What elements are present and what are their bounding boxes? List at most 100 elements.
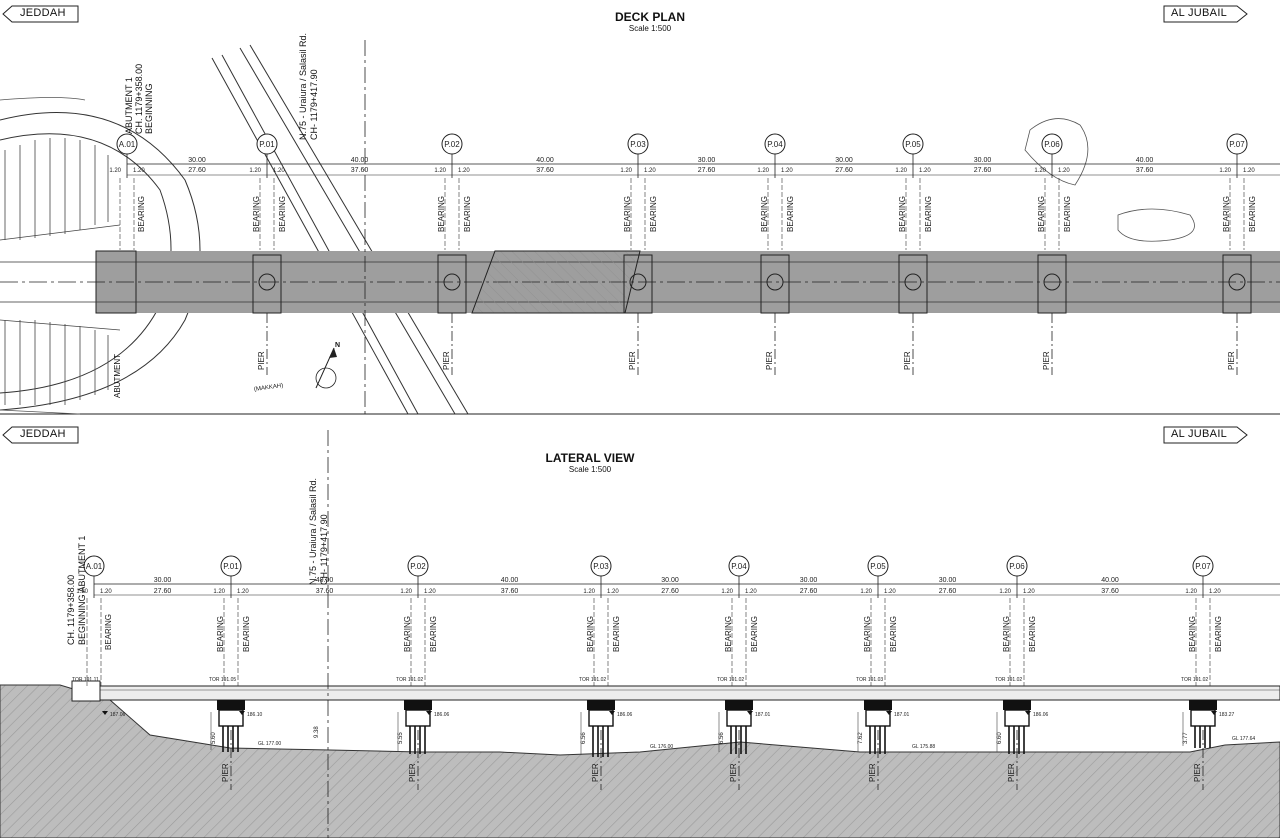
bearing-label: BEARING <box>1222 196 1231 232</box>
bearing-offset: 1.20 <box>1209 589 1221 595</box>
bearing-label: BEARING <box>216 616 225 652</box>
deck-plan-graphics <box>0 40 1280 415</box>
level-label: 183.27 <box>1219 712 1235 718</box>
pier-label: PIER <box>591 763 600 782</box>
span-length: 30.00 <box>800 577 818 584</box>
road-label-lateral: N.75 - Uraiura / Salasil Rd. CH- 1179+41… <box>308 478 330 585</box>
pier-column <box>865 709 891 727</box>
tor-level: TOR 191.05 <box>209 677 236 683</box>
span-length: 40.00 <box>501 577 519 584</box>
support-label: P.04 <box>731 562 747 571</box>
bearing-offset: 1.20 <box>424 589 436 595</box>
pier-column <box>218 709 244 727</box>
span-inner: 27.60 <box>939 588 957 595</box>
bearing-offset: 1.20 <box>434 168 446 174</box>
bearing-offset: 1.20 <box>237 589 249 595</box>
pier-column <box>726 709 752 727</box>
support-label: P.06 <box>1044 140 1060 149</box>
bearing-offset: 1.20 <box>109 168 121 174</box>
bearing-offset: 1.20 <box>999 589 1011 595</box>
direction-label: AL JUBAIL <box>1171 7 1228 19</box>
pier-label: PIER <box>765 351 774 370</box>
lateral-view-graphics <box>0 430 1280 838</box>
level-marker-icon <box>1025 711 1031 715</box>
direction-label: JEDDAH <box>20 428 66 440</box>
support-label: P.03 <box>593 562 609 571</box>
span-length: 40.00 <box>316 577 334 584</box>
north-text: N <box>335 342 341 349</box>
tor-level: TOR 191.03 <box>856 677 883 683</box>
bearing-offset: 1.20 <box>213 589 225 595</box>
tor-level: TOR 191.02 <box>717 677 744 683</box>
pier-cap <box>217 700 245 710</box>
support-bubble <box>220 555 242 577</box>
abutment-label-plan: ABUTMENT 1 CH. 1179+358.00 BEGINNING <box>124 64 154 134</box>
direction-label: JEDDAH <box>20 7 66 19</box>
span-inner: 37.60 <box>1136 167 1154 174</box>
level-label: 186.06 <box>434 712 450 718</box>
abutment-chainage: CH. 1179+358.00 <box>66 574 76 645</box>
terrain-contour <box>1117 208 1195 242</box>
bearing-label: BEARING <box>278 196 287 232</box>
bearing-label: BEARING <box>403 616 412 652</box>
pier-column <box>1043 273 1061 291</box>
span-inner: 27.60 <box>661 588 679 595</box>
bearing-offset: 1.20 <box>895 168 907 174</box>
pier-column <box>443 273 461 291</box>
bearing-label: BEARING <box>1063 196 1072 232</box>
tor-level: TOR 191.02 <box>396 677 423 683</box>
bearing-label: BEARING <box>463 196 472 232</box>
bearing-offset: 1.20 <box>1058 168 1070 174</box>
pier-label: PIER <box>257 351 266 370</box>
deck-plan-title-block: DECK PLAN Scale 1:500 <box>560 10 740 33</box>
level-marker-icon <box>102 711 108 715</box>
support-label: P.07 <box>1195 562 1211 571</box>
abutment-label-lateral: CH. 1179+358.00 BEGINNING ABUTMENT 1 <box>66 536 88 645</box>
abutment-beginning: BEGINNING <box>144 83 154 134</box>
direction-label: AL JUBAIL <box>1171 428 1228 440</box>
bearing-offset: 1.20 <box>607 589 619 595</box>
bearing-label: BEARING <box>1188 616 1197 652</box>
level-label: 186.06 <box>1033 712 1049 718</box>
support-bubble <box>256 133 278 155</box>
bearing-label: BEARING <box>252 196 261 232</box>
pier-column <box>588 709 614 727</box>
lateral-view-title-block: LATERAL VIEW Scale 1:500 <box>500 451 680 474</box>
bearing-label: BEARING <box>437 196 446 232</box>
bearing-label: BEARING <box>724 616 733 652</box>
skew-deck-segment <box>471 250 641 314</box>
level-label: 187.01 <box>755 712 771 718</box>
support-bubble <box>116 133 138 155</box>
pier-label: PIER <box>442 351 451 370</box>
bearing-label: BEARING <box>760 196 769 232</box>
span-length: 30.00 <box>188 157 206 164</box>
right-arrow-icon <box>1163 426 1248 444</box>
bearing-label: BEARING <box>898 196 907 232</box>
direction-tag-jeddah-top: JEDDAH <box>2 5 80 23</box>
clearance-dimension: 9.38 <box>314 726 320 738</box>
level-marker-icon <box>239 711 245 715</box>
pier-column <box>1190 709 1216 727</box>
road-name: N.75 - Uraiura / Salasil Rd. <box>298 32 308 140</box>
bearing-label: BEARING <box>586 616 595 652</box>
ground-level: GL 175.88 <box>912 744 935 750</box>
bearing-label: BEARING <box>889 616 898 652</box>
support-label: P.03 <box>630 140 646 149</box>
ground-level: GL 176.00 <box>650 744 673 750</box>
span-inner: 27.60 <box>835 167 853 174</box>
bearing-offset: 1.20 <box>1023 589 1035 595</box>
pier-column <box>904 273 922 291</box>
bearing-offset: 1.20 <box>133 168 145 174</box>
deck-plan-scale: Scale 1:500 <box>628 24 672 33</box>
bearing-offset: 1.20 <box>273 168 285 174</box>
span-length: 30.00 <box>661 577 679 584</box>
pier-label: PIER <box>868 763 877 782</box>
bearing-label: BEARING <box>1037 196 1046 232</box>
ground-level: GL 177.64 <box>1232 736 1255 742</box>
span-inner: 27.60 <box>698 167 716 174</box>
level-marker-icon <box>886 711 892 715</box>
pier-label: PIER <box>628 351 637 370</box>
bearing-offset: 1.20 <box>644 168 656 174</box>
span-length: 30.00 <box>835 157 853 164</box>
